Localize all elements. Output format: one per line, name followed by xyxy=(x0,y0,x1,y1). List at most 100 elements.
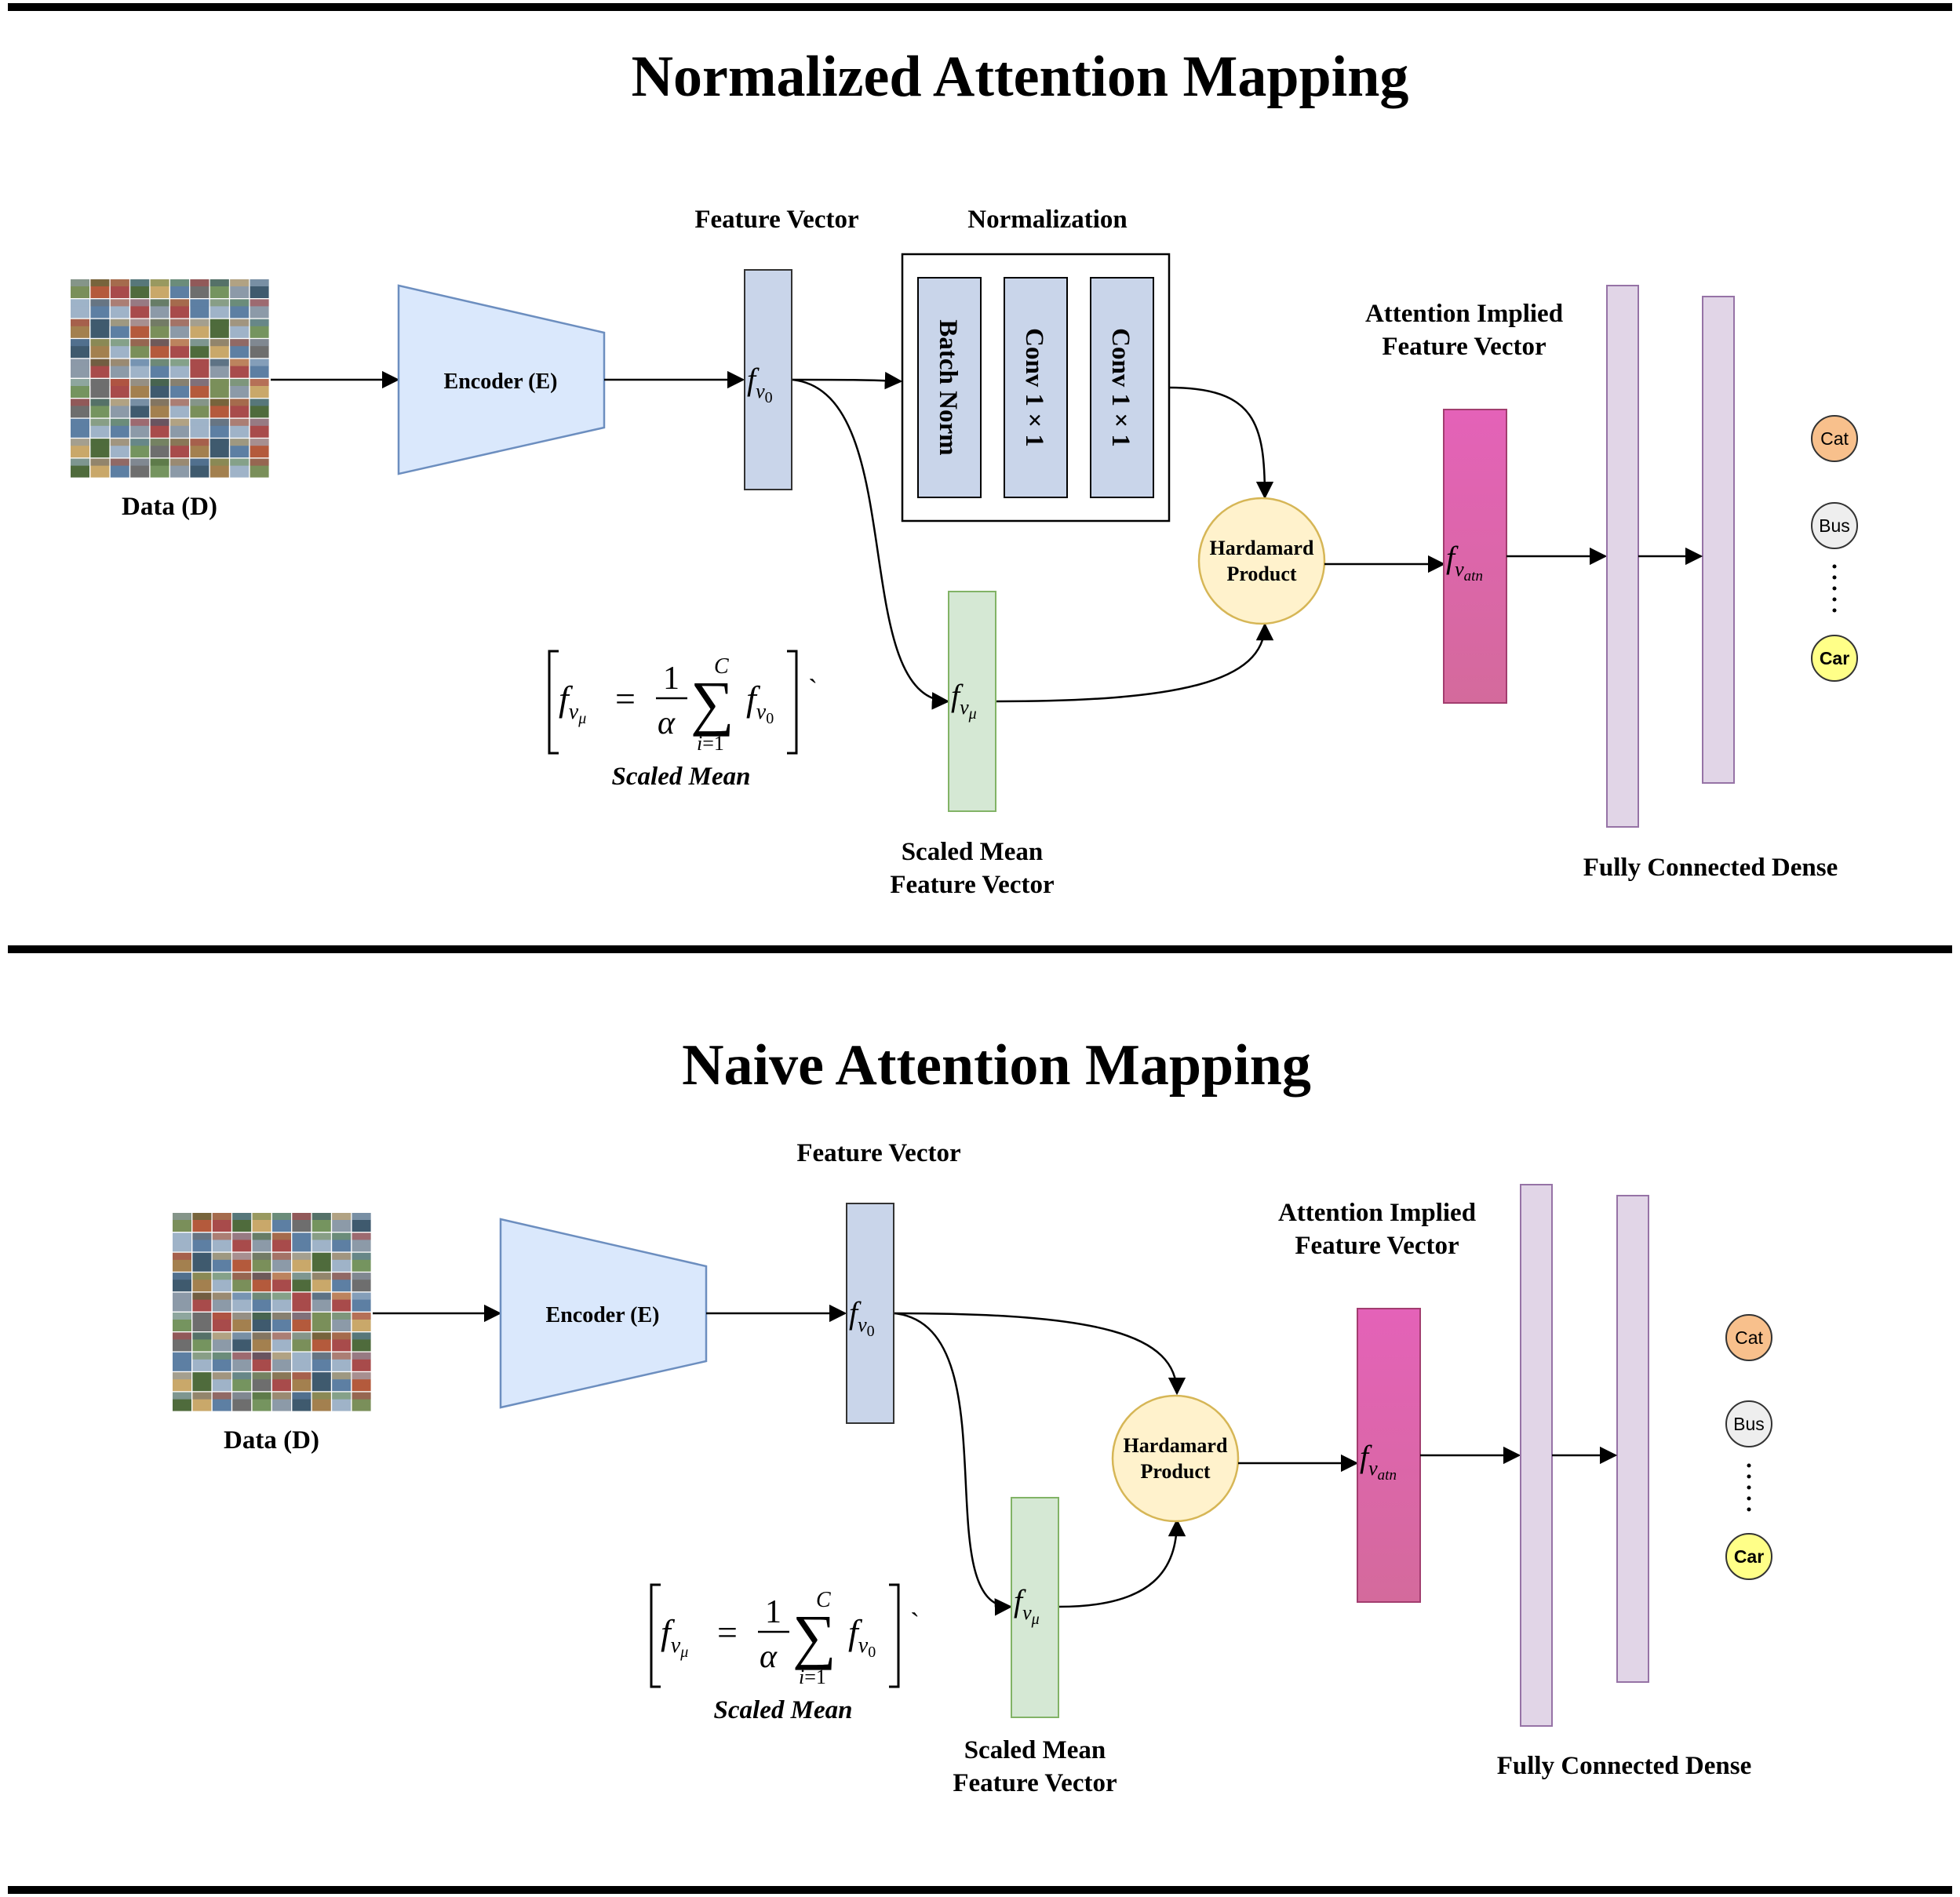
data-thumbnail-detail xyxy=(190,418,209,426)
data-thumbnail-detail xyxy=(230,359,250,366)
bottom-rule xyxy=(8,1886,1952,1894)
data-thumbnail-detail xyxy=(150,399,169,406)
data-thumbnail-detail xyxy=(110,418,129,426)
data-thumbnail-detail xyxy=(250,418,269,426)
data-thumbnail-detail xyxy=(311,1332,331,1340)
data-thumbnail-detail xyxy=(173,1372,191,1380)
data-thumbnail-detail xyxy=(212,1313,231,1320)
data-thumbnail-detail xyxy=(90,439,110,446)
data-thumbnail-detail xyxy=(311,1352,331,1360)
svg-text:1: 1 xyxy=(765,1594,781,1630)
attention-label-line1: Attention Implied xyxy=(1365,300,1563,328)
data-thumbnail-detail xyxy=(71,439,89,446)
data-thumbnail-detail xyxy=(292,1213,311,1220)
data-thumbnail-detail xyxy=(311,1392,331,1400)
data-thumbnail-detail xyxy=(252,1372,271,1380)
data-thumbnail-detail xyxy=(150,299,169,307)
normalization-label: Normalization xyxy=(967,206,1127,234)
encoder-block xyxy=(499,1218,708,1409)
data-thumbnail-detail xyxy=(190,439,209,446)
feature-vector-label: Feature Vector xyxy=(694,206,858,234)
data-thumbnail-detail xyxy=(209,319,229,326)
hadamard-label-line1: Hardamard xyxy=(1124,1434,1228,1457)
data-thumbnail-detail xyxy=(252,1292,271,1300)
data-thumbnail-detail xyxy=(250,319,269,326)
data-thumbnail-detail xyxy=(110,399,129,406)
svg-text:`: ` xyxy=(808,673,818,705)
data-thumbnail-detail xyxy=(230,299,250,307)
data-thumbnail-detail xyxy=(250,379,269,386)
data-image-grid xyxy=(173,1213,371,1411)
data-thumbnail-detail xyxy=(90,399,110,406)
hadamard-label-line2: Product xyxy=(1140,1460,1210,1483)
data-thumbnail-detail xyxy=(192,1372,212,1380)
data-thumbnail-detail xyxy=(190,379,209,386)
data-thumbnail-detail xyxy=(311,1372,331,1380)
arrow-normalization-to-hadamard xyxy=(1168,386,1274,500)
data-thumbnail-detail xyxy=(192,1273,212,1280)
data-thumbnail-detail xyxy=(130,359,150,366)
scaled-mean-vector-label-line1: Scaled Mean xyxy=(902,838,1044,866)
class-label-bus: Bus xyxy=(1733,1414,1765,1434)
data-thumbnail-detail xyxy=(192,1392,212,1400)
data-thumbnail-detail xyxy=(250,359,269,366)
data-thumbnail-detail xyxy=(292,1352,311,1360)
data-thumbnail-detail xyxy=(170,399,189,406)
fc-label: Fully Connected Dense xyxy=(1583,854,1838,882)
data-thumbnail-detail xyxy=(230,458,250,466)
data-thumbnail-detail xyxy=(232,1273,252,1280)
data-thumbnail-detail xyxy=(90,379,110,386)
scaled-mean-formula: fvμ = 1 α C ∑ i=1 fv0 ` xyxy=(548,650,818,755)
data-thumbnail-detail xyxy=(352,1273,371,1280)
data-thumbnail-detail xyxy=(192,1292,212,1300)
data-thumbnail-detail xyxy=(170,458,189,466)
norm-layer-2 xyxy=(1004,277,1068,498)
data-thumbnail-detail xyxy=(90,339,110,347)
data-thumbnail-detail xyxy=(192,1352,212,1360)
norm-layer-3-label: Conv 1 × 1 xyxy=(1106,328,1135,447)
svg-text:∑: ∑ xyxy=(690,668,734,737)
data-thumbnail-detail xyxy=(170,439,189,446)
data-thumbnail-detail xyxy=(150,458,169,466)
arrow-feature-to-scaled-mean xyxy=(792,378,950,710)
scaled-mean-vector-label-line2: Feature Vector xyxy=(890,871,1054,899)
data-thumbnail-detail xyxy=(110,359,129,366)
data-thumbnail-detail xyxy=(130,439,150,446)
data-thumbnail-detail xyxy=(190,339,209,347)
data-thumbnail-detail xyxy=(71,339,89,347)
data-thumbnail-detail xyxy=(90,458,110,466)
data-thumbnail-detail xyxy=(110,439,129,446)
data-thumbnail-detail xyxy=(130,399,150,406)
data-thumbnail-detail xyxy=(110,299,129,307)
data-thumbnail-detail xyxy=(352,1252,371,1260)
data-thumbnail-detail xyxy=(352,1213,371,1220)
class-label-car: Car xyxy=(1820,648,1849,668)
arrow-feature-to-hadamard xyxy=(894,1312,1186,1396)
data-thumbnail-detail xyxy=(232,1292,252,1300)
data-thumbnail-detail xyxy=(272,1273,291,1280)
feature-vector-block xyxy=(846,1203,894,1424)
data-thumbnail-detail xyxy=(170,418,189,426)
data-thumbnail-detail xyxy=(250,339,269,347)
data-thumbnail-detail xyxy=(252,1332,271,1340)
data-thumbnail-detail xyxy=(292,1292,311,1300)
data-thumbnail-detail xyxy=(190,279,209,286)
data-thumbnail-detail xyxy=(230,339,250,347)
data-thumbnail-detail xyxy=(110,458,129,466)
data-thumbnail-detail xyxy=(352,1292,371,1300)
data-thumbnail-detail xyxy=(332,1273,352,1280)
arrow-scaled-mean-to-hadamard xyxy=(996,622,1274,703)
scaled-mean-block xyxy=(1011,1497,1059,1718)
svg-text:fvμ: fvμ xyxy=(559,679,586,727)
data-thumbnail-detail xyxy=(272,1292,291,1300)
data-thumbnail-detail xyxy=(352,1313,371,1320)
attention-label-line1: Attention Implied xyxy=(1278,1199,1476,1227)
scaled-mean-formula: fvμ = 1 α C ∑ i=1 fv0 ` xyxy=(650,1583,920,1688)
data-thumbnail-detail xyxy=(209,359,229,366)
data-thumbnail-detail xyxy=(209,439,229,446)
data-thumbnail-detail xyxy=(190,299,209,307)
data-thumbnail-detail xyxy=(230,319,250,326)
data-thumbnail-detail xyxy=(332,1352,352,1360)
data-thumbnail-detail xyxy=(292,1273,311,1280)
data-thumbnail-detail xyxy=(173,1273,191,1280)
